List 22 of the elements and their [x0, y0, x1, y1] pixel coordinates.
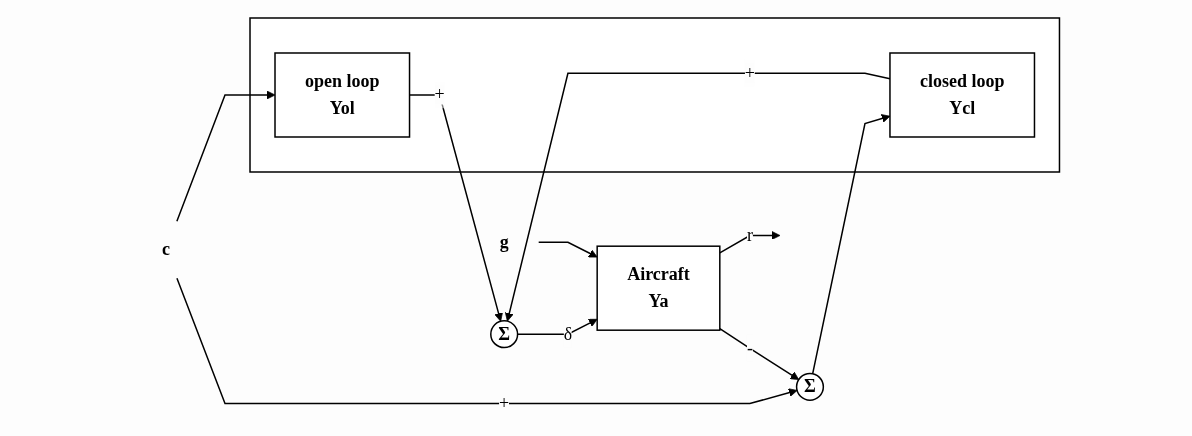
edge-label: - [747, 338, 754, 359]
node-circle: Σ [796, 373, 825, 402]
arrow [505, 72, 891, 322]
arrow [176, 91, 276, 223]
edge-label: + [434, 84, 445, 105]
edge-label: r [747, 225, 754, 246]
node-text: c [162, 239, 171, 260]
cluster [249, 17, 1061, 174]
node-text: g [499, 232, 509, 253]
arrow [176, 277, 798, 405]
arrow [719, 328, 800, 381]
arrow [538, 241, 598, 258]
edge-label: + [499, 393, 510, 414]
arrow [409, 94, 504, 323]
arrow [517, 319, 598, 336]
arrow [812, 114, 891, 375]
node-box: Aircraft Ya [596, 245, 721, 332]
node-box: closed loop Ycl [889, 52, 1036, 139]
edge-label: δ [563, 324, 573, 345]
node-box: open loop Yol [274, 52, 411, 139]
edge-label: + [745, 63, 756, 84]
node-circle: Σ [490, 320, 519, 349]
